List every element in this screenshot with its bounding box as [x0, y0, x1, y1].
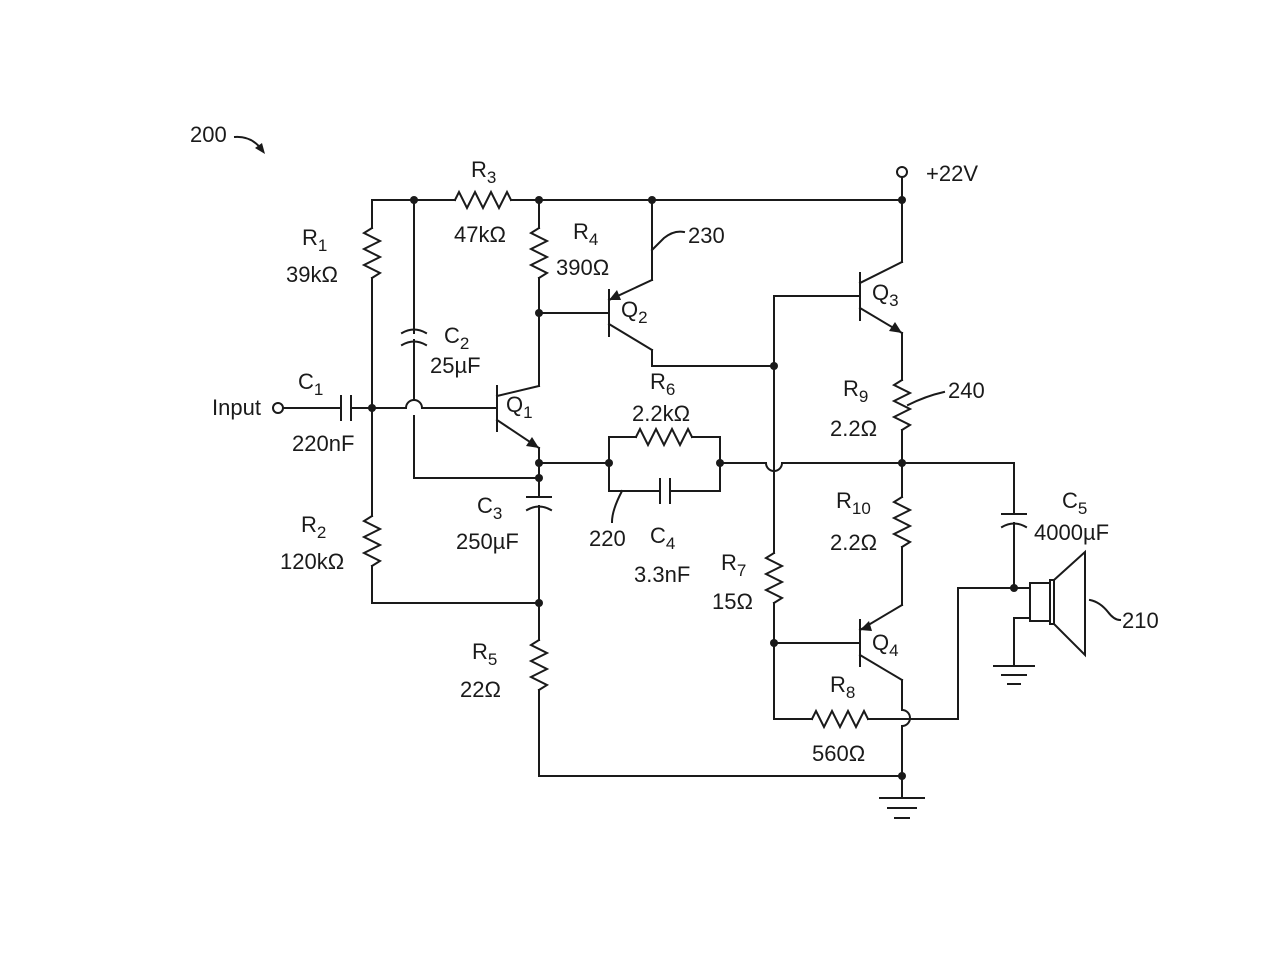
ref-210-leader	[1088, 598, 1122, 622]
ref-210-label: 210	[1122, 608, 1159, 633]
r2-label: R2	[301, 512, 326, 542]
resistor-r4	[528, 199, 610, 387]
resistor-r7	[763, 295, 861, 720]
figure-ref-label: 200	[190, 122, 227, 147]
c3-value: 250µF	[456, 529, 519, 554]
r3-value: 47kΩ	[454, 222, 506, 247]
q3-emitter-arrow	[889, 322, 902, 333]
ref-220-label: 220	[589, 526, 626, 551]
transistor-q2	[607, 199, 775, 367]
ref-240-label: 240	[948, 378, 985, 403]
q1-label: Q1	[506, 392, 533, 422]
top-rail	[371, 177, 903, 211]
q2-label: Q2	[621, 297, 648, 327]
q3-label: Q3	[872, 280, 899, 310]
ref-240-leader	[906, 390, 946, 407]
r8-value: 560Ω	[812, 741, 865, 766]
capacitor-c2	[400, 199, 540, 479]
supply-terminal	[896, 166, 908, 178]
resistor-r2	[361, 407, 540, 604]
speaker-ground-icon	[993, 617, 1035, 685]
r6-value: 2.2kΩ	[632, 401, 690, 426]
r1-value: 39kΩ	[286, 262, 338, 287]
r1-label: R1	[302, 225, 327, 255]
resistor-r1	[361, 199, 383, 409]
resistor-r5	[528, 638, 903, 777]
speaker-icon	[1029, 549, 1086, 658]
c5-label: C5	[1062, 488, 1087, 518]
r4-label: R4	[573, 219, 598, 249]
q2-emitter-arrow	[609, 290, 621, 300]
r9-label: R9	[843, 376, 868, 406]
r3-label: R3	[471, 157, 496, 187]
c4-value: 3.3nF	[634, 562, 690, 587]
ref-220-leader	[610, 489, 624, 524]
r2-value: 120kΩ	[280, 549, 344, 574]
input-terminal	[272, 402, 284, 414]
main-ground-icon	[879, 797, 925, 819]
c1-label: C1	[298, 369, 323, 399]
q4-label: Q4	[872, 630, 899, 660]
c3-label: C3	[477, 493, 502, 523]
r10-label: R10	[836, 488, 871, 518]
r10-value: 2.2Ω	[830, 530, 877, 555]
r8-label: R8	[830, 672, 855, 702]
input-label: Input	[212, 395, 261, 420]
r6-label: R6	[650, 369, 675, 399]
r7-value: 15Ω	[712, 589, 753, 614]
r4-value: 390Ω	[556, 255, 609, 280]
resistor-r10	[891, 462, 913, 606]
r5-label: R5	[472, 639, 497, 669]
junction-dots	[368, 196, 1018, 780]
c2-label: C2	[444, 323, 469, 353]
resistor-r9	[891, 378, 913, 464]
r7-label: R7	[721, 550, 746, 580]
capacitor-c3	[525, 462, 553, 641]
c5-value: 4000µF	[1034, 520, 1109, 545]
ref-230-label: 230	[688, 223, 725, 248]
c4-label: C4	[650, 523, 675, 553]
r5-value: 22Ω	[460, 677, 501, 702]
q4-emitter-arrow	[860, 621, 872, 631]
c2-value: 25µF	[430, 353, 481, 378]
capacitor-c5	[1000, 462, 1028, 589]
c1-value: 220nF	[292, 431, 354, 456]
capacitor-c1	[282, 395, 498, 421]
q1-emitter-arrow	[526, 437, 539, 448]
supply-voltage-label: +22V	[926, 161, 978, 186]
r9-value: 2.2Ω	[830, 416, 877, 441]
ref-230-leader	[650, 230, 686, 252]
figure-ref-arrowhead	[255, 143, 265, 154]
